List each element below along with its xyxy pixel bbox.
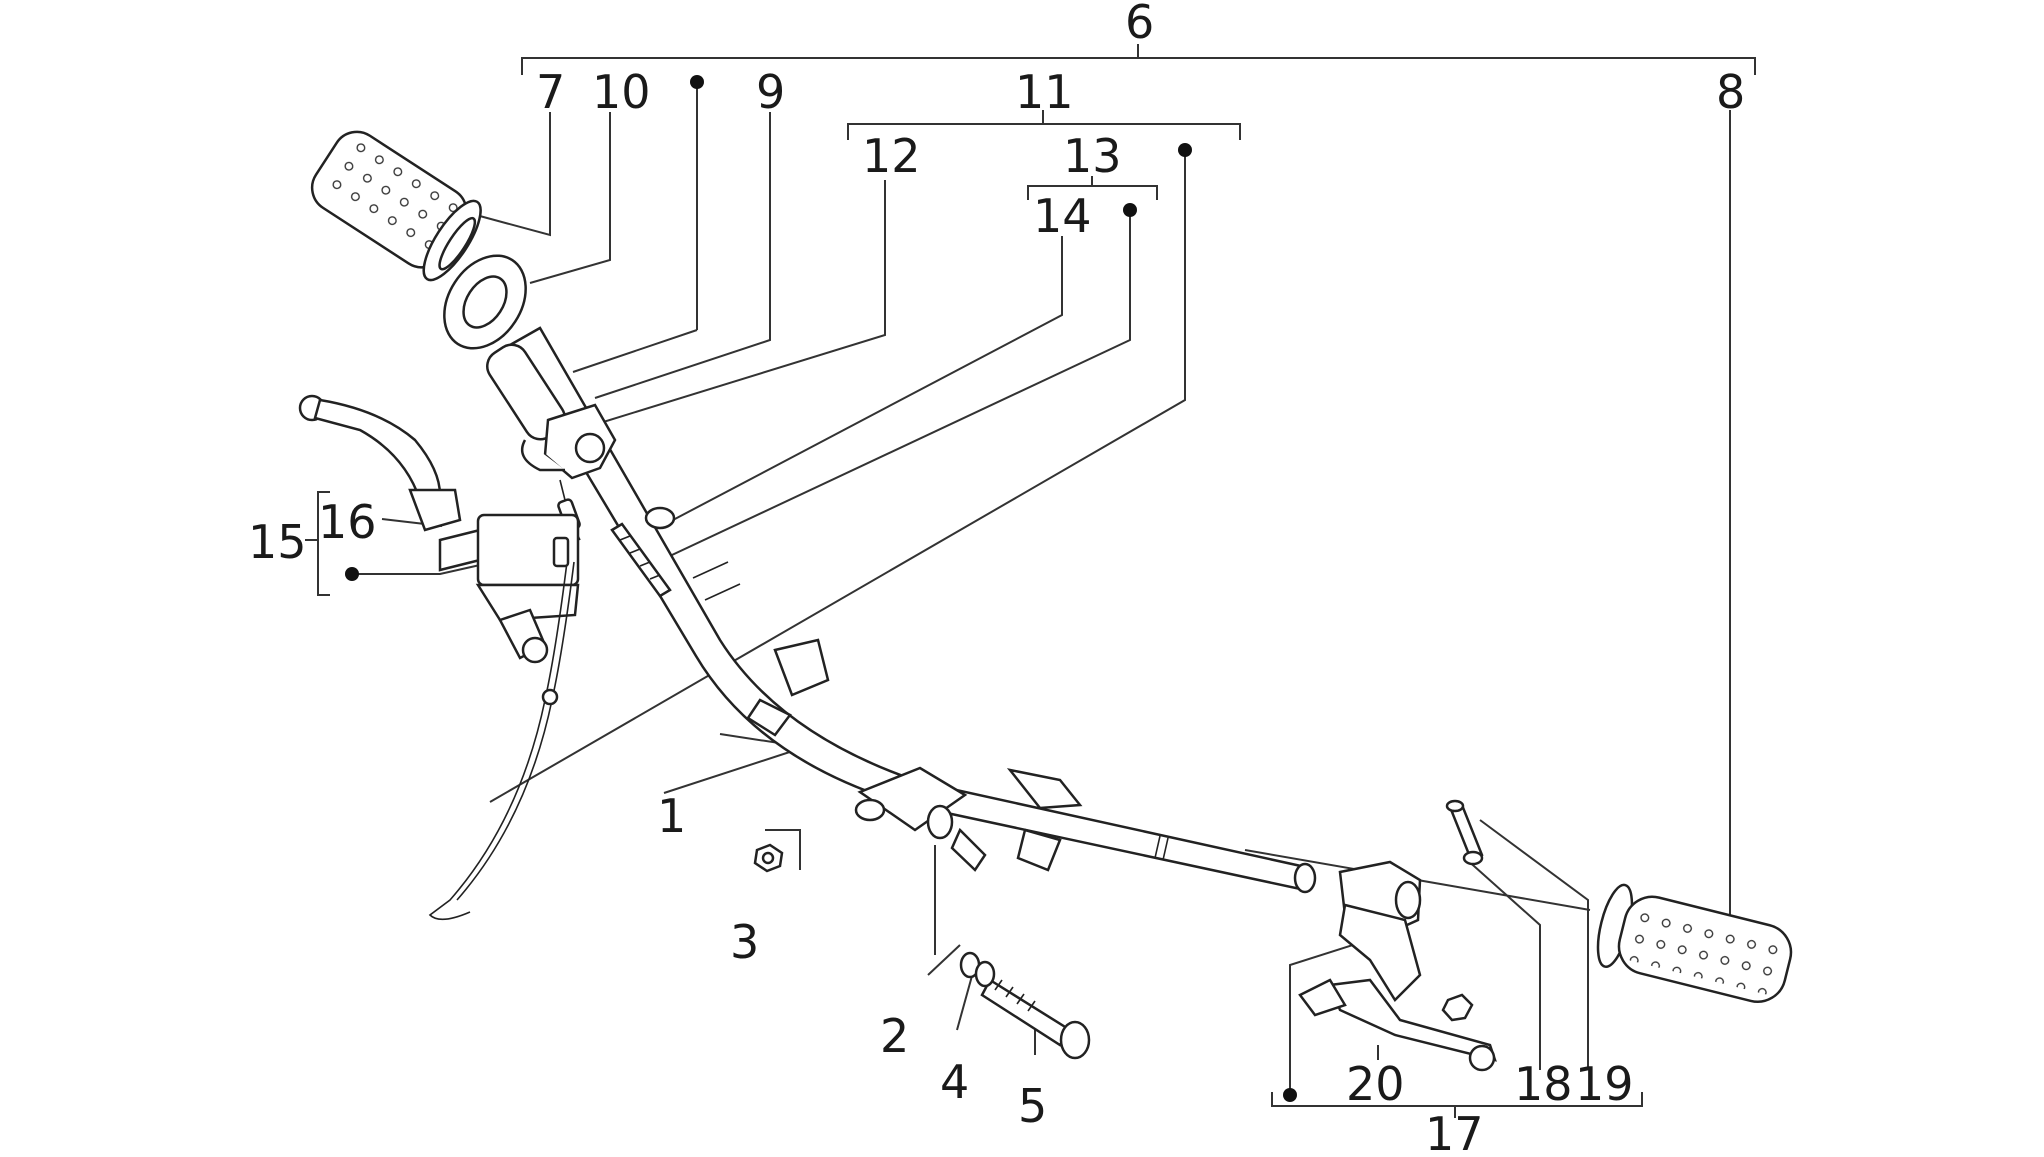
- handlebar-tube: [508, 326, 1317, 894]
- callout-5: 5: [1018, 1079, 1047, 1133]
- callout-17: 17: [1425, 1107, 1484, 1157]
- right-lever-assembly: [1298, 799, 1497, 1072]
- bracket-6: [521, 44, 1756, 75]
- callout-19: 19: [1575, 1057, 1634, 1111]
- bracket-17: [1271, 1092, 1643, 1118]
- master-cylinder: [438, 513, 580, 664]
- callout-12: 12: [862, 129, 921, 183]
- brake-cable: [428, 536, 575, 921]
- callout-8: 8: [1716, 65, 1745, 119]
- marker-dots: [345, 75, 1297, 1102]
- sleeve-and-screw: [610, 506, 676, 598]
- washers: [959, 951, 996, 988]
- bolt-5: [980, 978, 1091, 1060]
- callout-9: 9: [756, 65, 785, 119]
- callout-2: 2: [880, 1009, 909, 1063]
- callout-6: 6: [1125, 0, 1154, 49]
- callout-3: 3: [730, 915, 759, 969]
- callout-labels: 6 7 10 9 11 8 12 13 14 16 15 1 3 2 4 5 2…: [248, 0, 1745, 1157]
- right-grip: [1596, 883, 1793, 1003]
- throttle-assembly: [486, 343, 617, 541]
- callout-4: 4: [940, 1055, 969, 1109]
- callout-11: 11: [1015, 65, 1074, 119]
- callout-20: 20: [1346, 1057, 1405, 1111]
- callout-13: 13: [1063, 129, 1122, 183]
- bracket-15: [305, 491, 330, 596]
- callout-16: 16: [318, 495, 377, 549]
- callout-15: 15: [248, 515, 307, 569]
- bracket-11: [847, 110, 1241, 140]
- left-grip-washer: [443, 254, 527, 350]
- callout-7: 7: [536, 65, 565, 119]
- bracket-13: [1027, 176, 1158, 200]
- nut-3: [753, 843, 784, 873]
- left-grip: [310, 130, 482, 282]
- callout-14: 14: [1033, 189, 1092, 243]
- callout-18: 18: [1514, 1057, 1573, 1111]
- callout-10: 10: [592, 65, 651, 119]
- callout-1: 1: [657, 789, 686, 843]
- left-brake-lever: [298, 394, 462, 532]
